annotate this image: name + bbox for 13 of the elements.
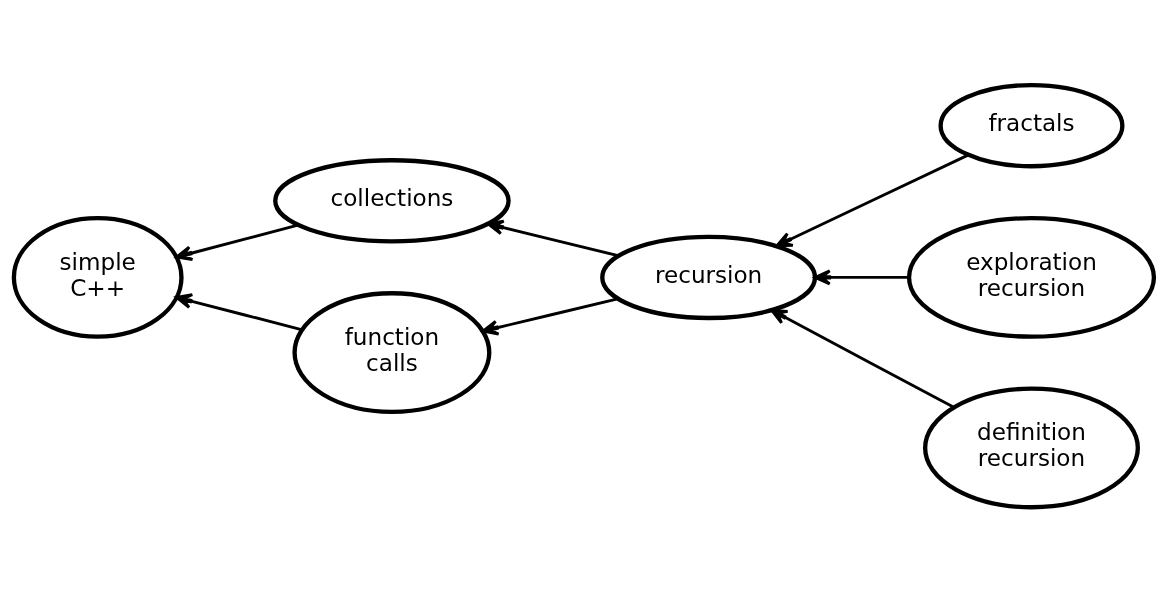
arrow [813,269,909,286]
node-ellipse: fractals [938,82,1125,169]
node-ellipse: exploration recursion [906,215,1157,339]
node-ellipse: collections [273,158,511,244]
node-ellipse: simple C++ [11,215,184,339]
arrow [175,293,303,332]
node-ellipse: function calls [292,291,492,415]
arrow [486,219,619,258]
arrow [481,297,618,336]
arrow [775,153,969,248]
node-ellipse: definition recursion [923,386,1140,510]
arrow [175,223,299,262]
arrow [770,308,955,409]
